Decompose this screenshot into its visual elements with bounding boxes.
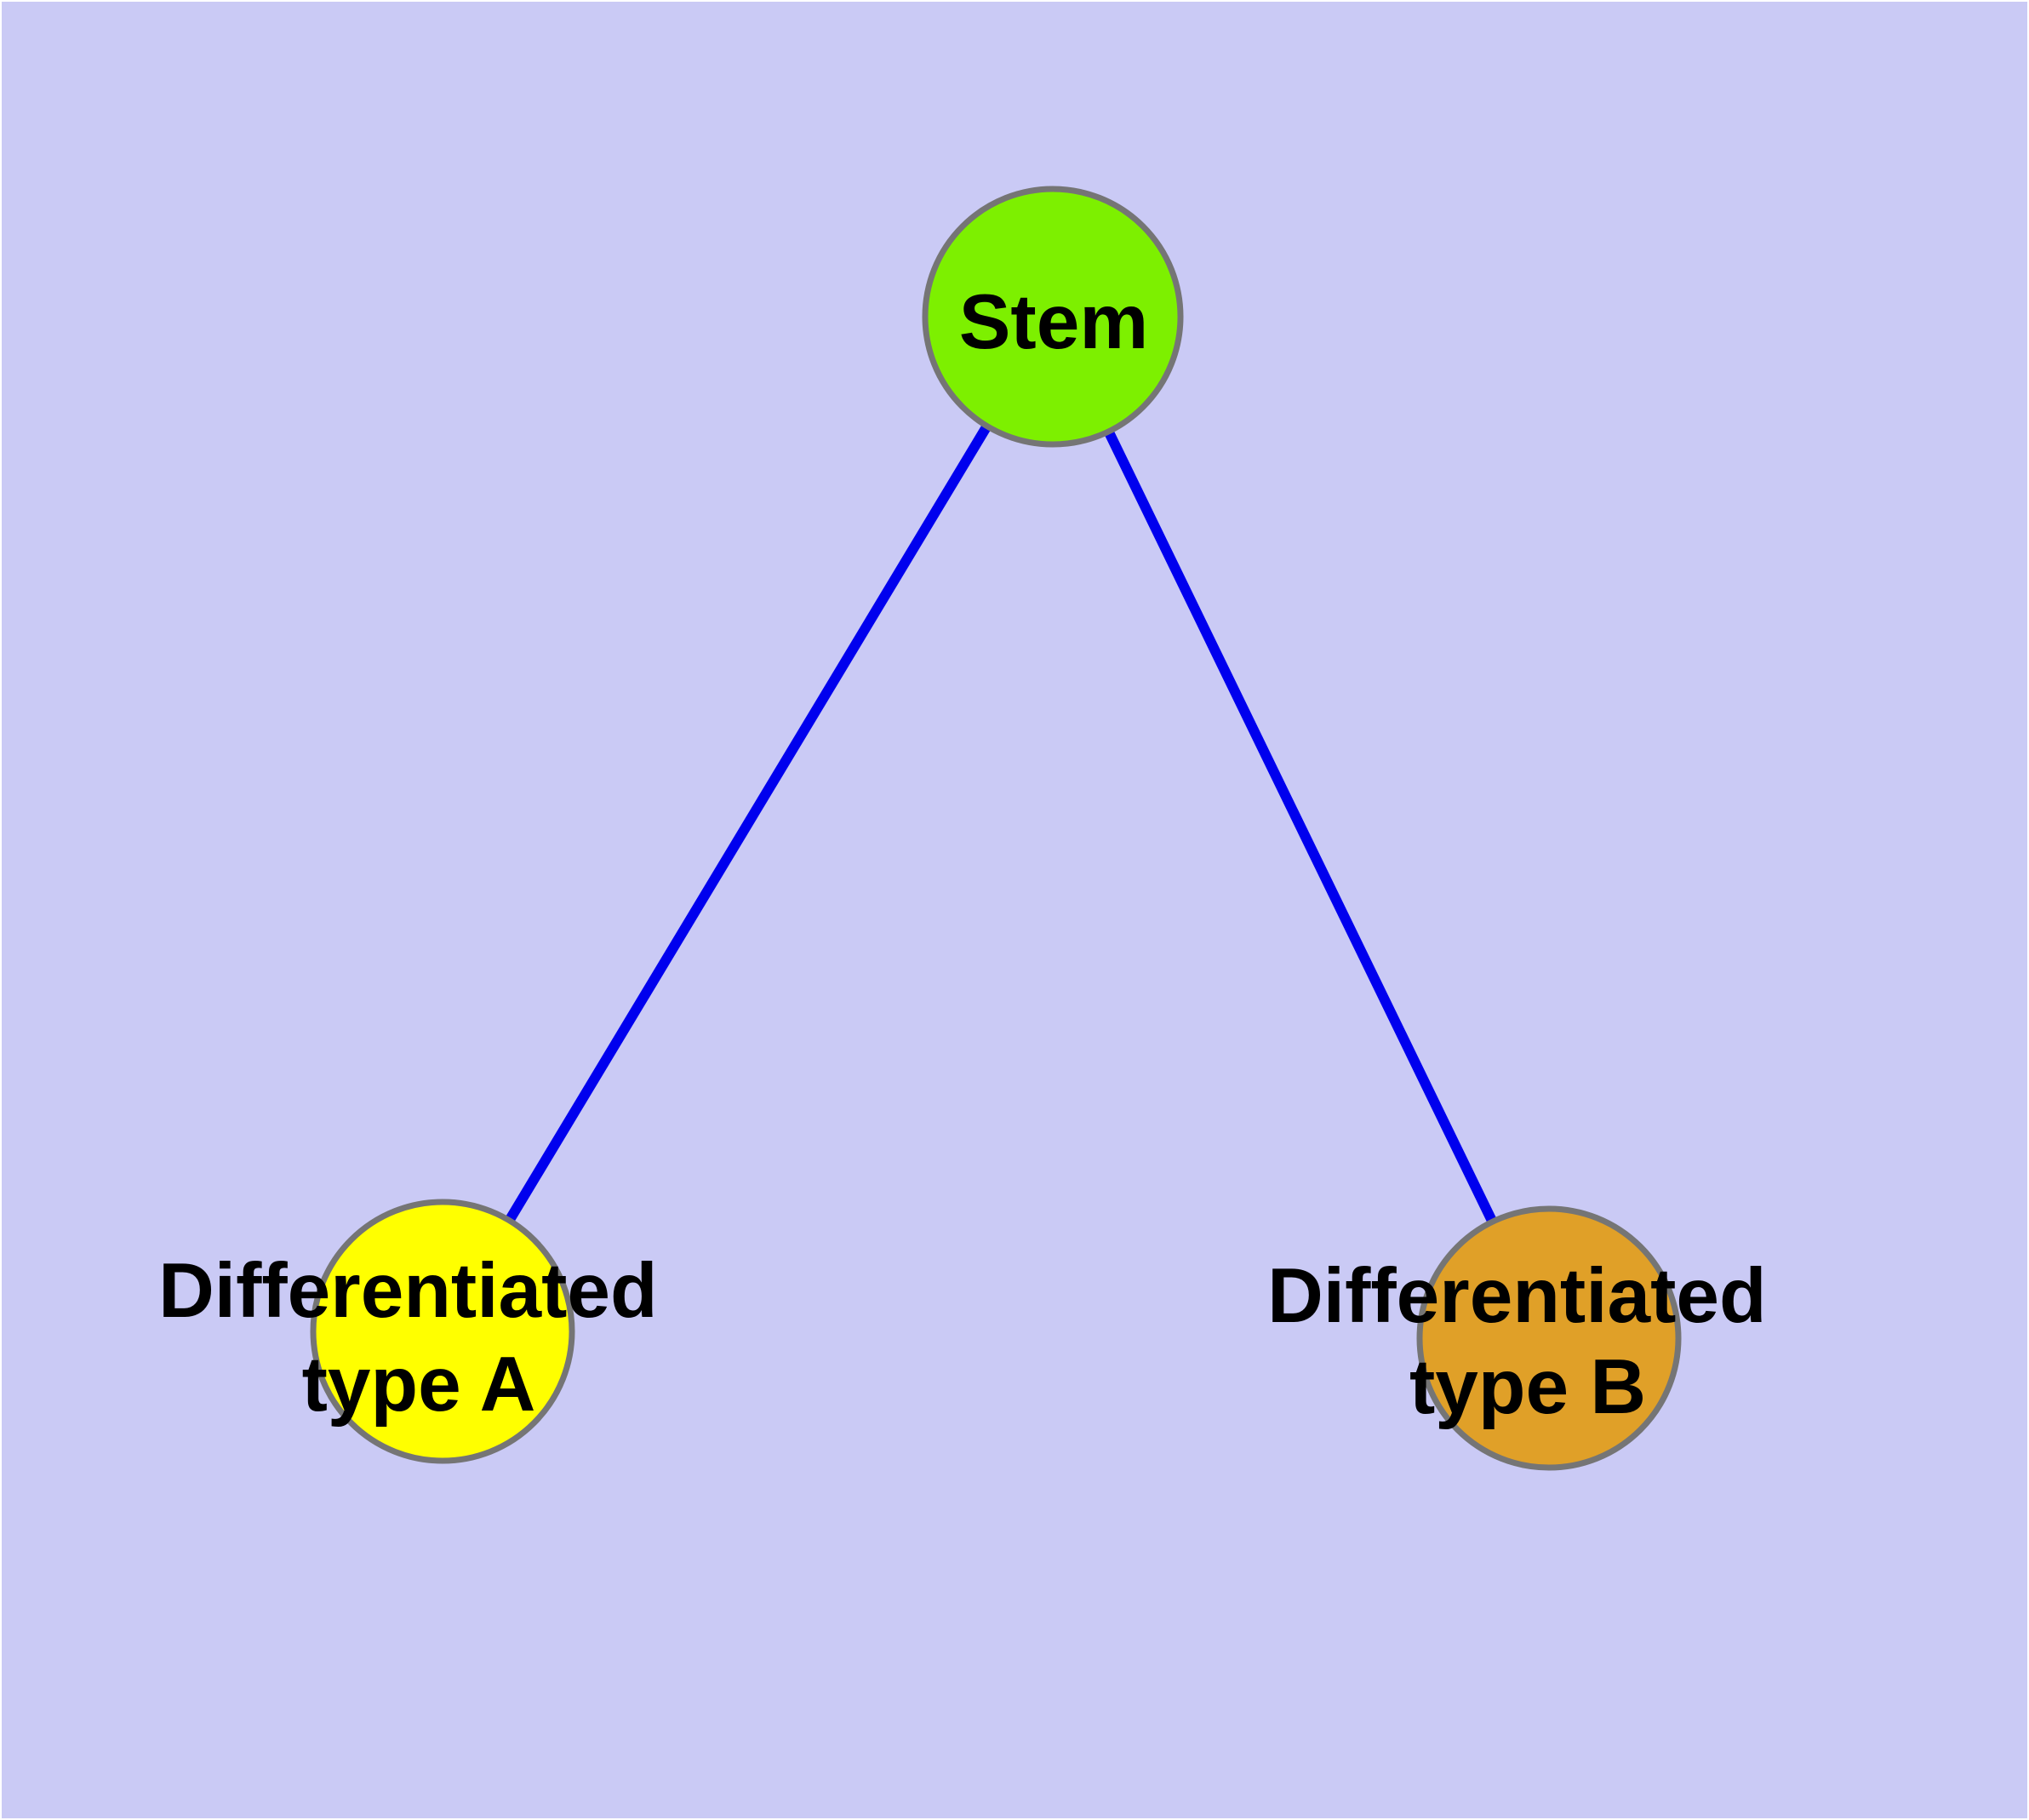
edge-stem-to-type-a (437, 313, 1058, 1335)
node-type-b-label-line1: Differentiated (1267, 1253, 1767, 1339)
node-differentiated-type-b (1416, 1205, 1682, 1471)
node-type-b-label: Differentiated type B (1267, 1253, 1788, 1430)
node-differentiated-type-a (310, 1199, 575, 1464)
node-stem-label: Stem (959, 279, 1149, 365)
node-type-a-label-line2: type A (302, 1342, 536, 1428)
node-type-a-label: Differentiated type A (158, 1248, 679, 1428)
node-type-a-label-line1: Differentiated (158, 1248, 658, 1334)
node-type-b-label-line2: type B (1409, 1344, 1646, 1430)
edge-stem-to-type-b (1048, 314, 1554, 1341)
node-stem (922, 186, 1184, 448)
